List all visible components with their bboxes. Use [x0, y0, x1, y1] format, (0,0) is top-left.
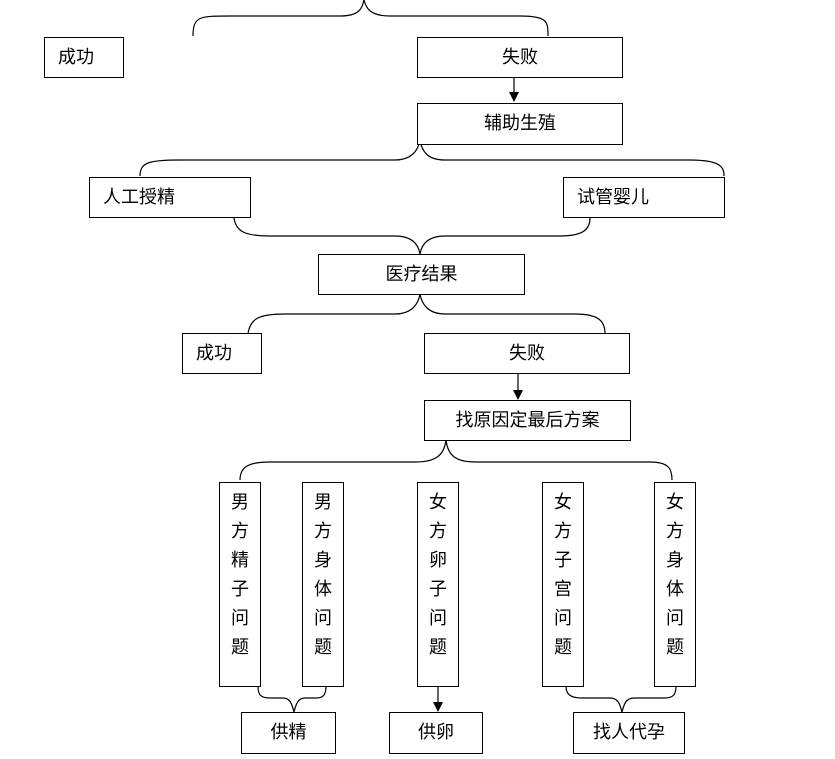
vertical-char: 问	[554, 608, 572, 629]
node-success-mid: 成功	[182, 333, 262, 374]
vertical-char: 女	[666, 492, 684, 513]
assisted-brace	[139, 139, 725, 177]
node-find-cause: 找原因定最后方案	[424, 400, 631, 441]
vertical-char: 卵	[429, 550, 447, 571]
vertical-char: 方	[666, 521, 684, 542]
surrogacy-brace	[565, 685, 677, 713]
vertical-char: 问	[231, 608, 249, 629]
vertical-char: 精	[231, 550, 249, 571]
vertical-char: 男	[314, 492, 332, 513]
vertical-char: 宫	[554, 579, 572, 600]
node-fail-top: 失败	[417, 37, 623, 78]
vertical-char: 问	[666, 608, 684, 629]
result-brace	[233, 217, 591, 255]
vertical-char: 女	[429, 492, 447, 513]
vertical-char: 身	[314, 550, 332, 571]
node-assisted-reproduction: 辅助生殖	[417, 103, 623, 145]
vertical-char: 题	[554, 637, 572, 658]
node-medical-result: 医疗结果	[318, 254, 525, 295]
node-sperm-donation: 供精	[241, 712, 336, 754]
node-success-top: 成功	[44, 37, 124, 78]
vertical-char: 子	[554, 550, 572, 571]
node-ivf: 试管婴儿	[563, 177, 725, 218]
vertical-char: 方	[429, 521, 447, 542]
node-female-body-issue: 女 方 身 体 问 题	[654, 482, 696, 687]
vertical-char: 体	[666, 579, 684, 600]
vertical-char: 男	[231, 492, 249, 513]
vertical-char: 方	[231, 521, 249, 542]
vertical-char: 女	[554, 492, 572, 513]
vertical-char: 子	[231, 579, 249, 600]
sperm-brace	[257, 685, 327, 713]
node-male-sperm-issue: 男 方 精 子 问 题	[219, 482, 261, 687]
node-artificial-insemination: 人工授精	[89, 177, 251, 218]
node-fail-mid: 失败	[424, 333, 630, 374]
vertical-char: 题	[314, 637, 332, 658]
node-female-egg-issue: 女 方 卵 子 问 题	[417, 482, 459, 687]
vertical-char: 方	[314, 521, 332, 542]
vertical-char: 问	[314, 608, 332, 629]
result-split-brace	[247, 293, 606, 335]
arrowhead-fail-cause	[513, 390, 523, 400]
arrowhead-egg-donation	[433, 702, 443, 712]
vertical-char: 身	[666, 550, 684, 571]
vertical-char: 方	[554, 521, 572, 542]
vertical-char: 题	[666, 637, 684, 658]
vertical-char: 题	[231, 637, 249, 658]
arrowhead-fail-assisted	[509, 92, 519, 102]
vertical-char: 子	[429, 579, 447, 600]
top-brace	[192, 0, 549, 37]
node-female-uterus-issue: 女 方 子 宫 问 题	[542, 482, 584, 687]
node-surrogacy: 找人代孕	[573, 712, 685, 754]
vertical-char: 体	[314, 579, 332, 600]
cause-brace	[239, 439, 673, 481]
node-male-body-issue: 男 方 身 体 问 题	[302, 482, 344, 687]
node-egg-donation: 供卵	[389, 712, 483, 754]
vertical-char: 题	[429, 637, 447, 658]
vertical-char: 问	[429, 608, 447, 629]
